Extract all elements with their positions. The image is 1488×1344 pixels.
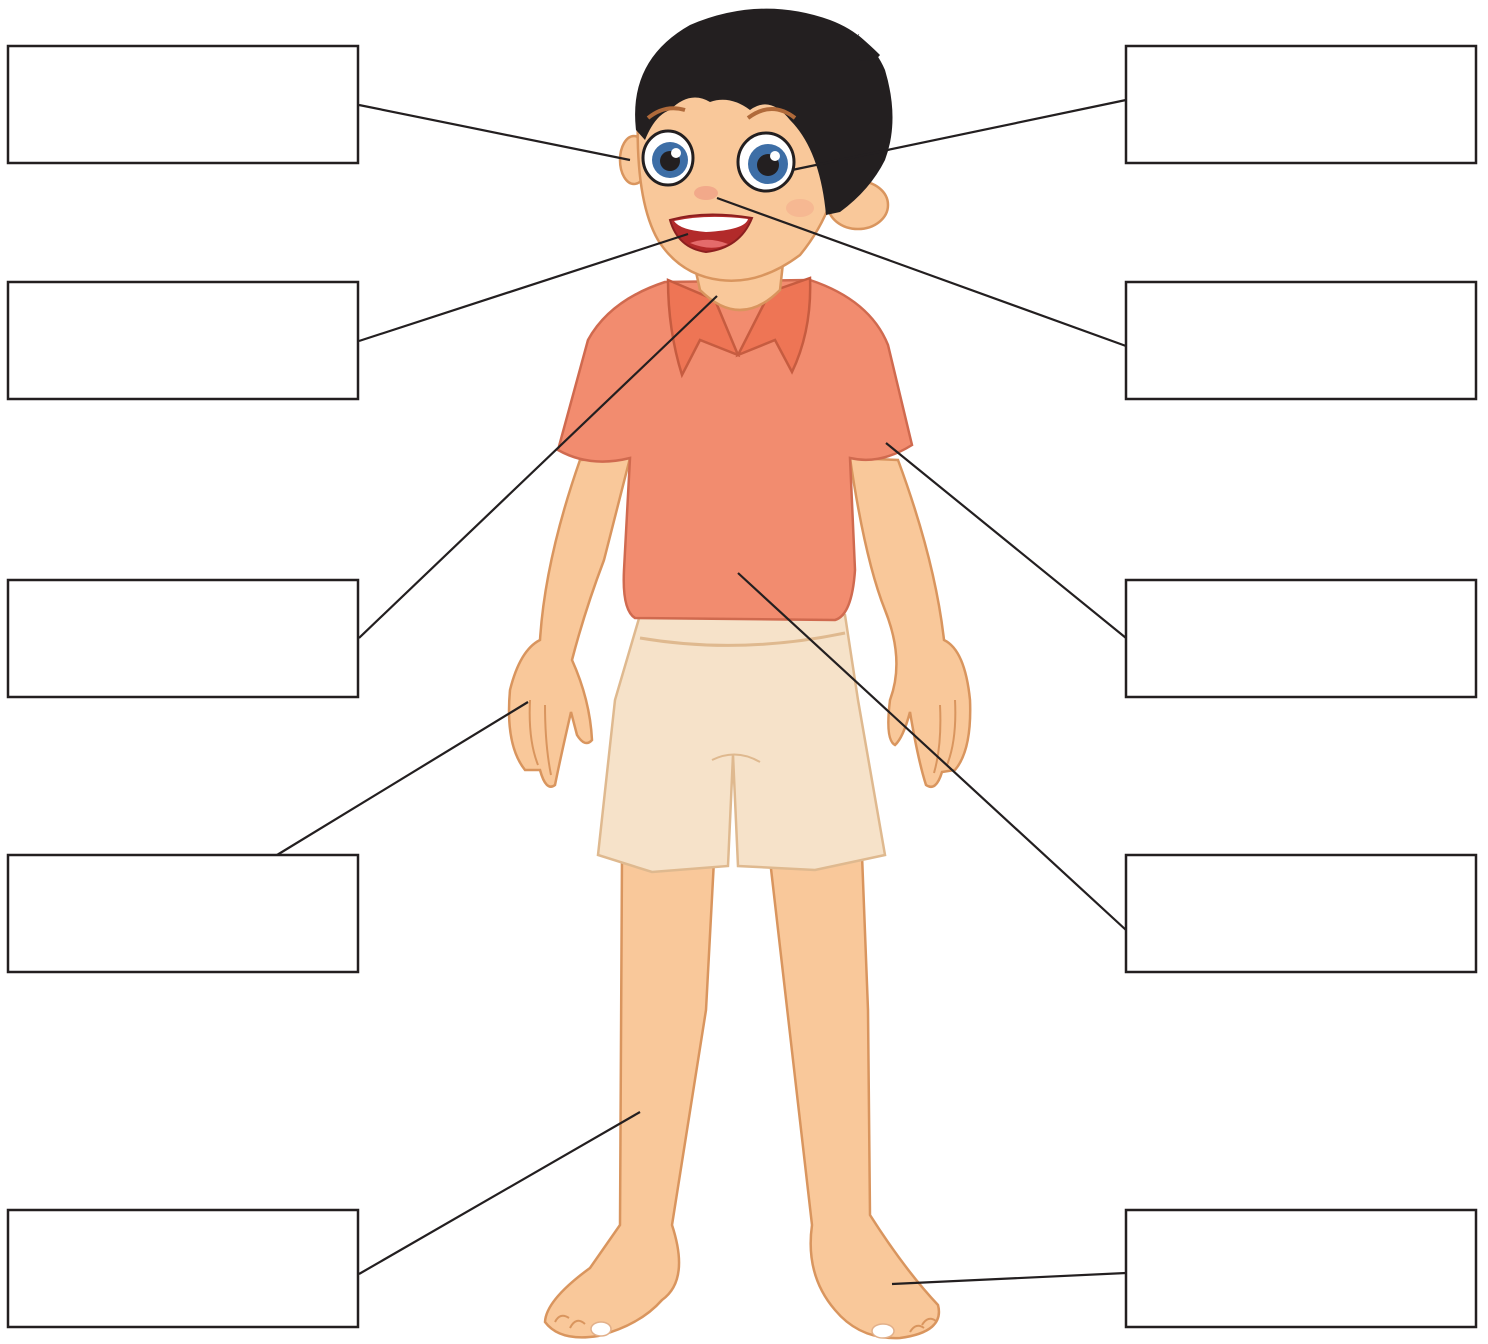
label-box-leg[interactable] bbox=[8, 1210, 358, 1327]
label-box-neck[interactable] bbox=[8, 580, 358, 697]
label-box-hand[interactable] bbox=[8, 855, 358, 972]
label-box-mouth[interactable] bbox=[8, 282, 358, 399]
leader-line-leg bbox=[359, 1112, 640, 1274]
label-box-ear[interactable] bbox=[1126, 46, 1476, 163]
label-box-nose[interactable] bbox=[1126, 282, 1476, 399]
leader-line-hand bbox=[277, 702, 528, 855]
label-box-arm[interactable] bbox=[1126, 580, 1476, 697]
head bbox=[620, 9, 893, 281]
label-box-stomach[interactable] bbox=[1126, 855, 1476, 972]
label-box-eyes[interactable] bbox=[8, 46, 358, 163]
leader-line-foot bbox=[892, 1273, 1126, 1284]
legs bbox=[545, 855, 939, 1338]
boy-illustration bbox=[509, 9, 970, 1338]
shorts bbox=[598, 615, 885, 872]
label-box-foot[interactable] bbox=[1126, 1210, 1476, 1327]
nose bbox=[694, 186, 718, 200]
leader-line-eyes bbox=[359, 105, 630, 160]
shirt bbox=[558, 278, 912, 620]
